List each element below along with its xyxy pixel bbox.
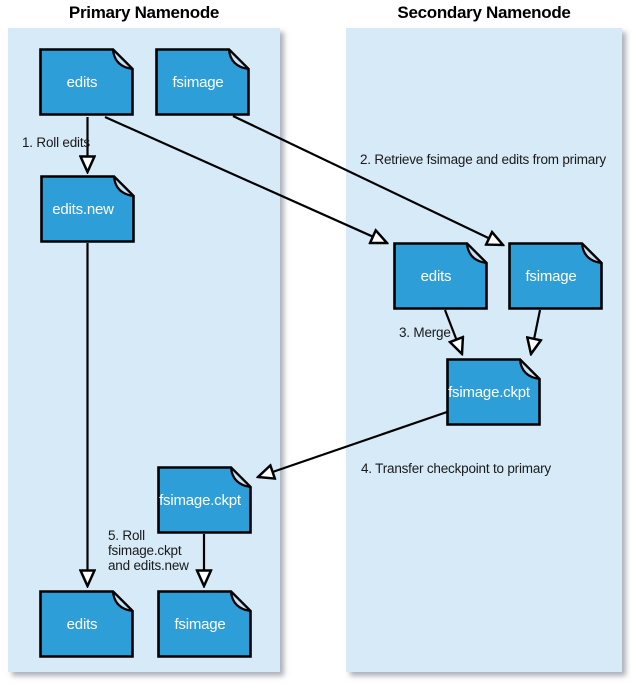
panel-primary-namenode: [8, 28, 280, 672]
file-node-secondary-fsimage: fsimage: [508, 242, 603, 310]
file-node-label: edits.new: [52, 200, 114, 218]
document-icon: [39, 48, 134, 116]
step-1-label: 1. Roll edits: [22, 135, 90, 150]
panel-secondary-namenode: [346, 28, 622, 672]
file-node-label: fsimage: [172, 73, 224, 91]
document-icon: [157, 466, 252, 534]
file-node-label: edits: [420, 267, 452, 285]
file-node-primary-edits: edits: [39, 48, 134, 116]
step-3-label: 3. Merge: [399, 325, 451, 340]
file-node-label: edits: [66, 73, 98, 91]
secondary-namenode-title: Secondary Namenode: [397, 3, 571, 22]
file-node-secondary-edits: edits: [393, 242, 488, 310]
file-node-label: fsimage.ckpt: [159, 491, 241, 509]
file-node-primary-fsimage: fsimage: [155, 48, 250, 116]
step-4-label: 4. Transfer checkpoint to primary: [361, 461, 551, 476]
file-node-primary-edits-final: edits: [39, 590, 134, 658]
step-5-label: 5. Roll fsimage.ckpt and edits.new: [108, 528, 189, 573]
file-node-secondary-fsimage-ckpt: fsimage.ckpt: [446, 358, 541, 426]
document-icon: [446, 358, 541, 426]
step-2-label: 2. Retrieve fsimage and edits from prima…: [360, 152, 606, 167]
file-node-label: edits: [66, 615, 98, 633]
file-node-label: fsimage: [174, 615, 226, 633]
document-icon: [39, 590, 134, 658]
file-node-primary-fsimage-final: fsimage: [157, 590, 252, 658]
file-node-primary-fsimage-ckpt: fsimage.ckpt: [157, 466, 252, 534]
document-icon: [157, 590, 252, 658]
primary-namenode-title: Primary Namenode: [68, 3, 220, 22]
file-node-primary-edits-new: edits.new: [40, 175, 135, 243]
document-icon: [508, 242, 603, 310]
file-node-label: fsimage: [525, 267, 577, 285]
document-icon: [155, 48, 250, 116]
file-node-label: fsimage.ckpt: [448, 383, 530, 401]
